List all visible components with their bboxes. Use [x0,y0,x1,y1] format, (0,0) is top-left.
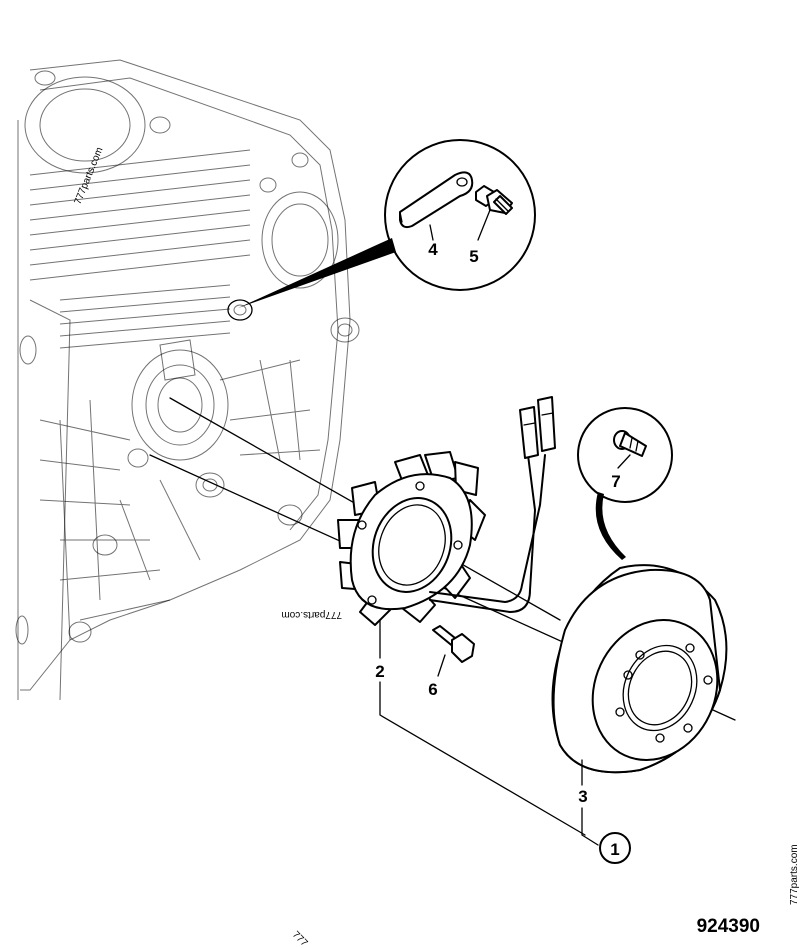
callout-3: 3 [578,787,587,806]
watermark-stator: 777parts.com [281,609,342,620]
flywheel-rotor-icon [551,564,728,774]
callout-7: 7 [611,472,620,491]
detail-circle-flywheel-screw [577,407,673,503]
detail-circle-terminal-bolt [384,139,536,291]
stator-bolt-icon [432,625,475,677]
detail-leader-wedge [238,238,396,308]
stator-icon [337,451,486,626]
drawing-number: 924390 [697,916,760,937]
callout-2: 2 [375,662,384,681]
callout-6: 6 [428,680,437,699]
engine-block-outline [15,59,360,701]
terminal-lug-icon [399,171,474,229]
callout-5: 5 [469,247,478,266]
screw-icon [613,430,647,457]
callout-leaders [379,619,631,864]
watermark-bottom: 777 [290,929,310,948]
callout-4: 4 [428,240,438,259]
flange-bolt-icon [475,185,513,215]
watermark-right-edge: 777parts.com [789,844,800,905]
stator-wire-leads [429,396,556,613]
callout-1: 1 [610,840,619,859]
detail-leader-flywheel [595,492,626,560]
